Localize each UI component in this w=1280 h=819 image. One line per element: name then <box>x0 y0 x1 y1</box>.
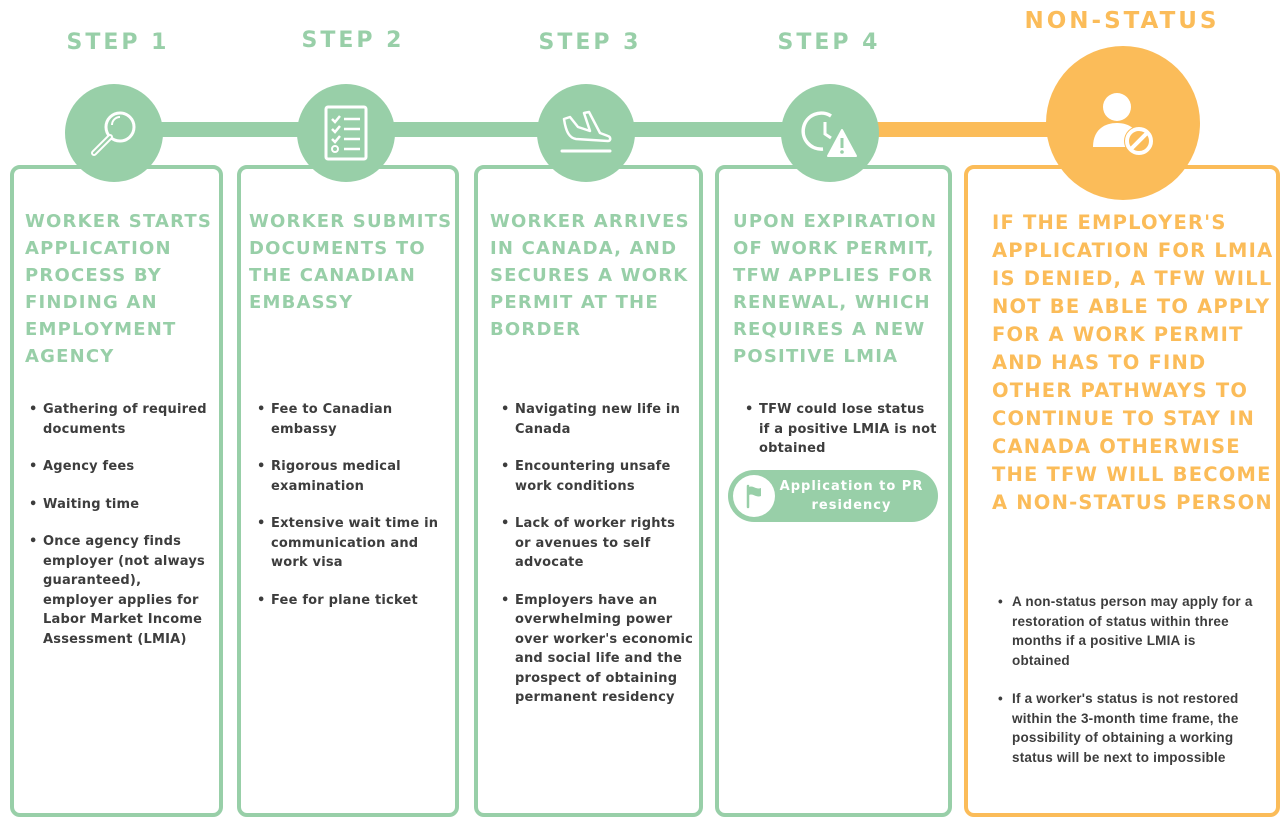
step-2-title: STEP 2 <box>301 28 405 53</box>
non-status-bullets: A non-status person may apply for a rest… <box>998 592 1256 786</box>
list-item: Lack of worker rights or avenues to self… <box>501 514 695 573</box>
step-4-bullets: TFW could lose status if a positive LMIA… <box>745 400 937 477</box>
checklist-icon <box>324 105 368 161</box>
list-item: Waiting time <box>29 495 213 515</box>
step-2-bullets: Fee to Canadian embassy Rigorous medical… <box>257 400 449 628</box>
application-to-pr-label: Application to PR residency <box>779 479 924 513</box>
list-item: Fee for plane ticket <box>257 591 449 611</box>
timeline-connector <box>110 122 850 137</box>
list-item: Navigating new life in Canada <box>501 400 695 439</box>
list-item: Agency fees <box>29 457 213 477</box>
non-status-heading: IF THE EMPLOYER'S APPLICATION FOR LMIA I… <box>992 211 1274 514</box>
clock-warning-icon <box>801 111 857 157</box>
step-4-title: STEP 4 <box>777 30 881 55</box>
step-3-title: STEP 3 <box>538 30 642 55</box>
step-3-heading: WORKER ARRIVES IN CANADA, AND SECURES A … <box>490 211 690 340</box>
list-item: TFW could lose status if a positive LMIA… <box>745 400 937 459</box>
step-1-title: STEP 1 <box>66 30 170 55</box>
list-item: Gathering of required documents <box>29 400 213 439</box>
application-to-pr-badge: Application to PR residency <box>728 470 938 522</box>
list-item: Once agency finds employer (not always g… <box>29 532 213 649</box>
list-item: Employers have an overwhelming power ove… <box>501 591 695 708</box>
list-item: Fee to Canadian embassy <box>257 400 449 439</box>
step-1-heading: WORKER STARTS APPLICATION PROCESS BY FIN… <box>25 211 213 367</box>
step-2-circle <box>297 84 395 182</box>
step-1-bullets: Gathering of required documents Agency f… <box>29 400 213 667</box>
step-3-circle <box>537 84 635 182</box>
list-item: A non-status person may apply for a rest… <box>998 592 1256 670</box>
non-status-title: NON-STATUS <box>1024 8 1220 34</box>
flag-icon <box>733 475 775 517</box>
step-2-heading: WORKER SUBMITS DOCUMENTS TO THE CANADIAN… <box>249 211 453 313</box>
magnifying-glass-icon <box>91 111 136 156</box>
list-item: If a worker's status is not restored wit… <box>998 689 1256 767</box>
step-1-card <box>10 165 223 817</box>
list-item: Extensive wait time in communication and… <box>257 514 449 573</box>
user-blocked-icon <box>1093 93 1154 156</box>
step-3-bullets: Navigating new life in Canada Encounteri… <box>501 400 695 726</box>
airplane-landing-icon <box>560 110 612 153</box>
step-4-heading: UPON EXPIRATION OF WORK PERMIT, TFW APPL… <box>733 211 938 367</box>
step-1-circle <box>65 84 163 182</box>
step-4-circle <box>781 84 879 182</box>
list-item: Rigorous medical examination <box>257 457 449 496</box>
non-status-circle <box>1046 46 1200 200</box>
list-item: Encountering unsafe work conditions <box>501 457 695 496</box>
